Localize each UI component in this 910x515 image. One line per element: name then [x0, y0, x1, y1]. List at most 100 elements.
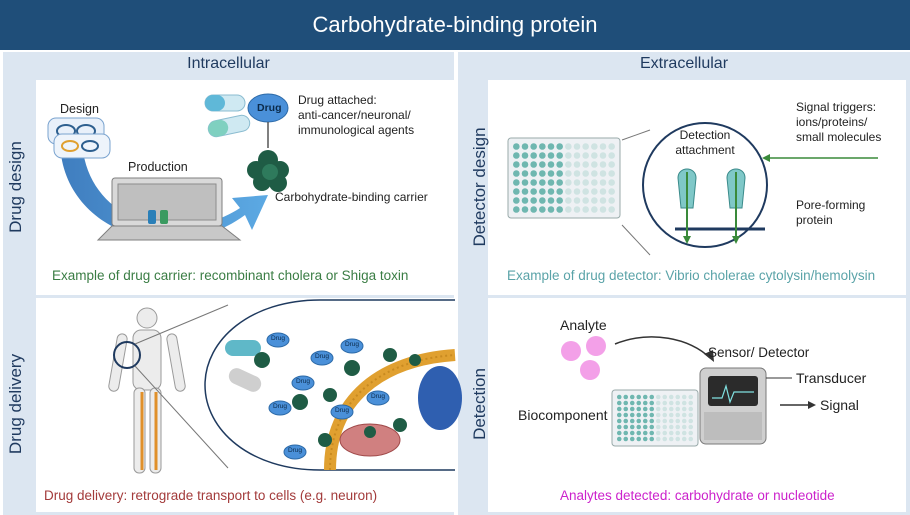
well — [636, 400, 642, 406]
well — [591, 170, 598, 177]
well — [539, 152, 546, 159]
well — [547, 188, 555, 195]
well — [565, 188, 572, 195]
well — [582, 197, 589, 204]
well — [642, 418, 648, 424]
well — [655, 418, 661, 424]
well — [521, 161, 529, 168]
well — [608, 188, 615, 195]
well — [668, 406, 674, 412]
well — [675, 412, 681, 418]
well — [623, 418, 629, 424]
well — [616, 430, 622, 436]
well — [681, 436, 687, 442]
well — [649, 418, 655, 424]
well — [636, 418, 642, 424]
well — [608, 197, 615, 204]
well — [662, 394, 668, 400]
well — [565, 197, 572, 204]
sensor-device-icon — [699, 367, 767, 445]
well — [513, 170, 520, 177]
well — [642, 424, 648, 430]
well — [547, 152, 555, 159]
label-transducer: Transducer — [796, 370, 867, 386]
drug-attached-line-1: Drug attached: — [298, 93, 377, 107]
well — [649, 394, 655, 400]
delivery-drug-badge-text: Drug — [295, 378, 311, 385]
nerve-icon — [140, 392, 158, 470]
well — [573, 179, 581, 186]
well — [681, 418, 687, 424]
well — [668, 418, 674, 424]
well — [655, 436, 661, 442]
well — [681, 412, 687, 418]
well — [668, 400, 674, 406]
attachment-line-2: attachment — [675, 143, 735, 157]
caption-drug-delivery: Drug delivery: retrograde transport to c… — [44, 488, 378, 503]
well — [629, 418, 635, 424]
drug-badge-text: Drug — [257, 102, 282, 114]
label-analyte: Analyte — [560, 317, 607, 333]
well — [608, 206, 615, 213]
detection-attachment-text: Detection attachment — [672, 128, 738, 158]
delivery-drug-badge-text: Drug — [344, 341, 360, 348]
well — [688, 412, 694, 418]
drug-attached-line-2: anti-cancer/neuronal/ — [298, 108, 411, 122]
well — [539, 179, 546, 186]
well — [565, 206, 572, 213]
well — [521, 143, 529, 150]
plate-zoom-line-bottom — [621, 224, 651, 256]
well — [521, 197, 529, 204]
well — [642, 436, 648, 442]
well — [556, 188, 563, 195]
delivery-drug-badge-text: Drug — [334, 407, 350, 414]
well — [642, 430, 648, 436]
organelle-icon — [339, 423, 401, 457]
well — [513, 206, 520, 213]
well — [530, 197, 537, 204]
signal-arrow-head — [762, 154, 770, 162]
well — [681, 424, 687, 430]
well — [556, 206, 563, 213]
well — [599, 152, 607, 159]
zoom-line-top — [134, 304, 229, 345]
well — [539, 161, 546, 168]
signal-line-3: small molecules — [796, 130, 882, 144]
well — [608, 143, 615, 150]
well — [521, 188, 529, 195]
well — [591, 206, 598, 213]
well — [629, 424, 635, 430]
well — [616, 418, 622, 424]
well — [675, 424, 681, 430]
nucleus-icon — [418, 366, 462, 430]
signal-triggers-text: Signal triggers: ions/proteins/ small mo… — [796, 100, 906, 145]
well — [655, 400, 661, 406]
well — [573, 206, 581, 213]
label-design: Design — [60, 102, 99, 116]
analyte-arrow — [614, 336, 711, 359]
well — [623, 436, 629, 442]
caption-drug-carrier: Example of drug carrier: recombinant cho… — [52, 268, 409, 283]
well — [556, 143, 563, 150]
delivery-drug-badge-text: Drug — [287, 447, 303, 454]
figure-title: Carbohydrate-binding protein — [312, 12, 598, 37]
well — [675, 400, 681, 406]
label-biocomponent: Biocomponent — [518, 407, 608, 423]
well — [530, 161, 537, 168]
well — [582, 143, 589, 150]
well — [649, 430, 655, 436]
human-body-icon — [108, 307, 186, 474]
well — [539, 143, 546, 150]
signal-line-2: ions/proteins/ — [796, 115, 868, 129]
well — [513, 188, 520, 195]
well — [547, 206, 555, 213]
well — [649, 436, 655, 442]
well — [688, 406, 694, 412]
well — [642, 394, 648, 400]
pore-line-2: protein — [796, 213, 833, 227]
delivery-drug-badges — [266, 332, 390, 460]
analyte-arrow-head — [704, 350, 714, 362]
well — [675, 406, 681, 412]
well — [599, 206, 607, 213]
